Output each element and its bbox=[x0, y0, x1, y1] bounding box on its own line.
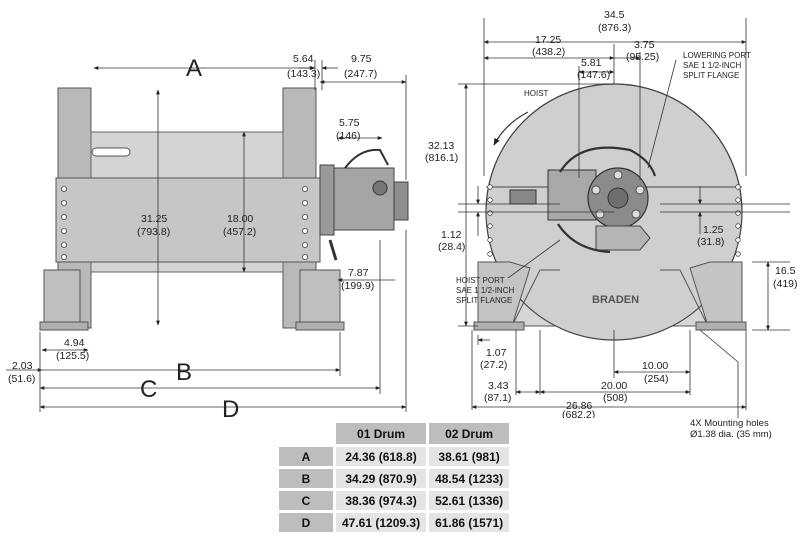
dim-165-mm: (419) bbox=[773, 278, 798, 290]
side-view bbox=[39, 87, 409, 331]
cell-01-drum: 24.36 (618.8) bbox=[336, 447, 427, 466]
dim-494: 4.94 bbox=[64, 337, 85, 349]
dim-787: 7.87 bbox=[348, 267, 369, 279]
dim-112-mm: (28.4) bbox=[438, 241, 465, 253]
dim-581-mm: (147.6) bbox=[577, 69, 610, 81]
hoist-port-label-1: HOIST PORT bbox=[456, 276, 505, 285]
tie-bar bbox=[55, 177, 321, 263]
cell-01-drum: 38.36 (974.3) bbox=[336, 491, 427, 510]
hoist-port-label-2: SAE 1 1/2-INCH bbox=[456, 286, 514, 295]
dim-1800: 18.00 bbox=[227, 213, 253, 225]
dim-1725-mm: (438.2) bbox=[532, 46, 565, 58]
mounting-holes-note: 4X Mounting holes Ø1.38 dia. (35 mm) bbox=[690, 418, 772, 440]
cell-02-drum: 38.61 (981) bbox=[429, 447, 510, 466]
winch-drawing: A B C D 5.64 (143.3) 9.75 (247.7) 5.75 (… bbox=[6, 9, 798, 418]
dim-581: 5.81 bbox=[581, 57, 602, 69]
dim-letter-a: A bbox=[186, 55, 202, 82]
row-label: A bbox=[279, 447, 333, 466]
dim-letter-c: C bbox=[140, 376, 157, 403]
side-view-dimension-lines bbox=[6, 60, 407, 412]
dim-2686: 26.86 bbox=[566, 400, 592, 412]
dim-3125: 31.25 bbox=[141, 213, 167, 225]
side-view-labels: A B C D 5.64 (143.3) 9.75 (247.7) 5.75 (… bbox=[8, 53, 377, 418]
dim-375: 3.75 bbox=[634, 39, 655, 51]
dim-letter-d: D bbox=[222, 396, 239, 418]
brand-plate-text: BRADEN bbox=[592, 294, 639, 306]
dim-564-mm: (143.3) bbox=[287, 68, 320, 80]
dim-203-mm: (51.6) bbox=[8, 373, 35, 385]
dim-165: 16.5 bbox=[775, 265, 796, 277]
dim-3213-mm: (816.1) bbox=[425, 152, 458, 164]
row-label: C bbox=[279, 491, 333, 510]
hoist-port-label-3: SPLIT FLANGE bbox=[456, 296, 512, 305]
dim-107-mm: (27.2) bbox=[480, 359, 507, 371]
dim-343-mm: (87.1) bbox=[484, 392, 511, 404]
table-row: A 24.36 (618.8) 38.61 (981) bbox=[279, 447, 510, 466]
dim-letter-b: B bbox=[176, 359, 192, 386]
dim-564: 5.64 bbox=[293, 53, 314, 65]
hydraulic-hose bbox=[344, 148, 389, 169]
dim-787-mm: (199.9) bbox=[341, 280, 374, 292]
header-01-drum: 01 Drum bbox=[336, 423, 427, 444]
tie-bar-bolts bbox=[61, 185, 308, 260]
dim-1725: 17.25 bbox=[535, 34, 561, 46]
dim-375-mm: (95.25) bbox=[626, 51, 659, 63]
dim-575: 5.75 bbox=[339, 117, 360, 129]
cell-02-drum: 48.54 (1233) bbox=[429, 469, 510, 488]
dim-125-mm: (31.8) bbox=[697, 236, 724, 248]
dim-1000-mm: (254) bbox=[644, 373, 669, 385]
dim-343: 3.43 bbox=[488, 380, 509, 392]
cell-01-drum: 34.29 (870.9) bbox=[336, 469, 427, 488]
dim-975-mm: (247.7) bbox=[344, 68, 377, 80]
dim-975: 9.75 bbox=[351, 53, 372, 65]
mounting-holes-line1: 4X Mounting holes bbox=[690, 418, 769, 429]
dim-125: 1.25 bbox=[703, 224, 724, 236]
table-row: C 38.36 (974.3) 52.61 (1336) bbox=[279, 491, 510, 510]
cell-01-drum: 47.61 (1209.3) bbox=[336, 513, 427, 532]
dim-345-mm: (876.3) bbox=[598, 22, 631, 34]
table-row: B 34.29 (870.9) 48.54 (1233) bbox=[279, 469, 510, 488]
table-row: D 47.61 (1209.3) 61.86 (1571) bbox=[279, 513, 510, 532]
end-view-labels: 34.5 (876.3) 17.25 (438.2) 3.75 (95.25) … bbox=[425, 9, 798, 418]
lowering-port-label-3: SPLIT FLANGE bbox=[683, 71, 739, 80]
cable-anchor-slot bbox=[91, 147, 131, 157]
cell-02-drum: 61.86 (1571) bbox=[429, 513, 510, 532]
end-view-dimension-lines bbox=[458, 18, 790, 418]
dim-345: 34.5 bbox=[604, 9, 625, 21]
header-02-drum: 02 Drum bbox=[429, 423, 510, 444]
dim-3125-mm: (793.8) bbox=[137, 226, 170, 238]
dim-1000: 10.00 bbox=[642, 360, 668, 372]
dim-575-mm: (146) bbox=[336, 130, 361, 142]
cell-02-drum: 52.61 (1336) bbox=[429, 491, 510, 510]
mounting-holes-line2: Ø1.38 dia. (35 mm) bbox=[690, 429, 772, 440]
dim-494-mm: (125.5) bbox=[56, 350, 89, 362]
dim-2686-mm: (682.2) bbox=[562, 409, 595, 418]
dim-203: 2.03 bbox=[12, 360, 33, 372]
dim-2000: 20.00 bbox=[601, 380, 627, 392]
lowering-port-label-2: SAE 1 1/2-INCH bbox=[683, 61, 741, 70]
lowering-port-label-1: LOWERING PORT bbox=[683, 51, 751, 60]
hoist-direction-label: HOIST bbox=[524, 89, 549, 98]
dim-2000-mm: (508) bbox=[603, 392, 628, 404]
dim-107: 1.07 bbox=[486, 347, 507, 359]
motor-housing bbox=[333, 167, 395, 231]
dim-3213: 32.13 bbox=[428, 140, 454, 152]
table-corner bbox=[279, 423, 333, 444]
dim-1800-mm: (457.2) bbox=[223, 226, 256, 238]
dimension-table: 01 Drum 02 Drum A 24.36 (618.8) 38.61 (9… bbox=[276, 420, 512, 535]
dim-112: 1.12 bbox=[441, 229, 462, 241]
row-label: B bbox=[279, 469, 333, 488]
row-label: D bbox=[279, 513, 333, 532]
